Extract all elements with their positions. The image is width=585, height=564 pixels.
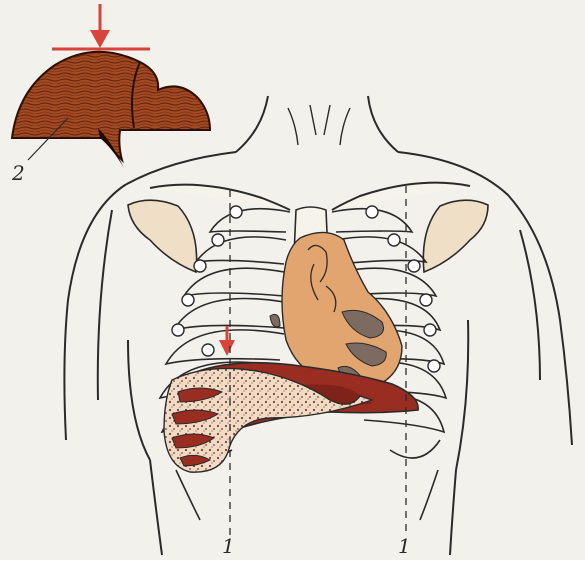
label-midclavicular-left: 1 (398, 534, 411, 558)
label-midclavicular-right: 1 (222, 534, 235, 558)
label-inset-callout: 2 (11, 161, 25, 185)
